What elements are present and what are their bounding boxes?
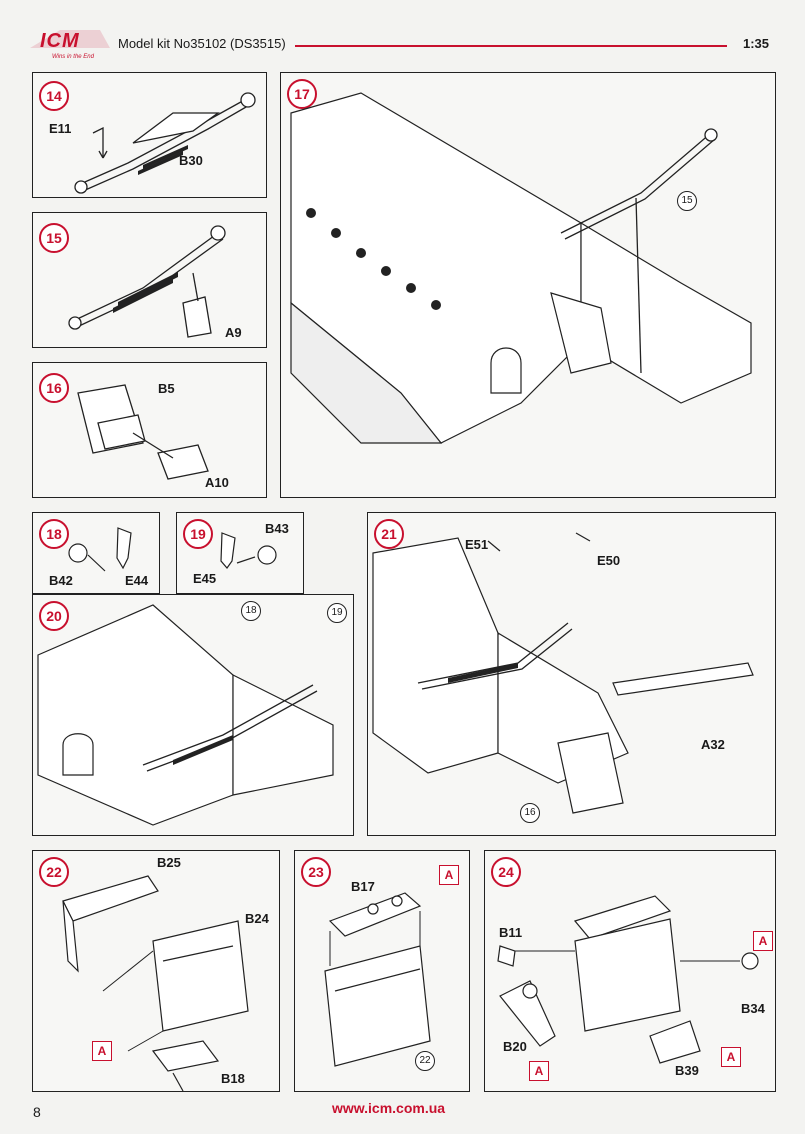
step-number: 23 bbox=[301, 857, 331, 887]
paint-marker-a: A bbox=[721, 1047, 741, 1067]
part-label-b42: B42 bbox=[49, 573, 73, 588]
part-label-b18: B18 bbox=[221, 1071, 245, 1086]
step-14-panel: 14 E11 B30 bbox=[32, 72, 267, 198]
step-17-panel: 17 15 bbox=[280, 72, 776, 498]
brand-tagline: Wins in the End bbox=[52, 54, 94, 60]
page-header: ICM Wins in the End Model kit No35102 (D… bbox=[0, 0, 805, 60]
step-ref-18: 18 bbox=[241, 601, 261, 621]
step-ref-16: 16 bbox=[520, 803, 540, 823]
step-number: 16 bbox=[39, 373, 69, 403]
step-ref-15: 15 bbox=[677, 191, 697, 211]
part-label-e50: E50 bbox=[597, 553, 621, 568]
scale-label: 1:35 bbox=[743, 36, 770, 51]
part-label-b39: B39 bbox=[675, 1063, 699, 1078]
step-number: 21 bbox=[374, 519, 404, 549]
part-label-a9: A9 bbox=[225, 325, 242, 340]
footer-website-link[interactable]: www.icm.com.ua bbox=[332, 1100, 446, 1116]
paint-marker-a: A bbox=[529, 1061, 549, 1081]
part-label-b25: B25 bbox=[157, 855, 181, 870]
page-number: 8 bbox=[33, 1104, 41, 1120]
step-23-panel: 23 B17 A 22 bbox=[294, 850, 470, 1092]
paint-marker-a: A bbox=[439, 865, 459, 885]
part-label-e44: E44 bbox=[125, 573, 149, 588]
shock-absorber-drawing bbox=[68, 527, 132, 572]
part-label-b5: B5 bbox=[158, 381, 175, 396]
valve-cover-drawing bbox=[324, 892, 431, 1067]
step-19-panel: 19 B43 E45 bbox=[176, 512, 304, 594]
spring-bracket-drawing bbox=[68, 225, 226, 338]
rear-suspension-drawing bbox=[372, 532, 754, 814]
step-15-panel: 15 A9 bbox=[32, 212, 267, 348]
part-label-a32: A32 bbox=[701, 737, 725, 752]
step-number: 24 bbox=[491, 857, 521, 887]
part-label-b11: B11 bbox=[499, 925, 523, 940]
bracket-plate-drawing bbox=[77, 384, 209, 480]
step-number: 20 bbox=[39, 601, 69, 631]
spring-axle-drawing bbox=[74, 92, 256, 194]
part-label-e45: E45 bbox=[193, 571, 217, 586]
hull-assembly-drawing bbox=[290, 92, 752, 444]
shock-absorber-drawing bbox=[220, 532, 277, 569]
part-label-b17: B17 bbox=[351, 879, 375, 894]
kit-title: Model kit No35102 (DS3515) bbox=[118, 36, 286, 51]
step-20-panel: 20 18 19 bbox=[32, 594, 354, 836]
engine-block-drawing bbox=[62, 875, 249, 1092]
step-16-panel: 16 B5 A10 bbox=[32, 362, 267, 498]
step-number: 18 bbox=[39, 519, 69, 549]
paint-marker-a: A bbox=[92, 1041, 112, 1061]
step-number: 22 bbox=[39, 857, 69, 887]
step-number: 19 bbox=[183, 519, 213, 549]
step-18-panel: 18 B42 E44 bbox=[32, 512, 160, 594]
engine-accessories-drawing bbox=[497, 895, 759, 1064]
part-label-b24: B24 bbox=[245, 911, 269, 926]
step-number: 15 bbox=[39, 223, 69, 253]
part-label-b43: B43 bbox=[265, 521, 289, 536]
header-divider bbox=[295, 45, 727, 47]
part-label-b34: B34 bbox=[741, 1001, 765, 1016]
step-ref-22: 22 bbox=[415, 1051, 435, 1071]
step-ref-19: 19 bbox=[327, 603, 347, 623]
step-number: 17 bbox=[287, 79, 317, 109]
front-suspension-drawing bbox=[37, 604, 334, 826]
step-22-panel: 22 B25 B24 B18 A bbox=[32, 850, 280, 1092]
paint-marker-a: A bbox=[753, 931, 773, 951]
part-label-e11: E11 bbox=[49, 121, 72, 136]
part-label-a10: A10 bbox=[205, 475, 229, 490]
step-24-panel: 24 B11 B20 B34 B39 A A A bbox=[484, 850, 776, 1092]
part-label-b30: B30 bbox=[179, 153, 203, 168]
step-21-panel: 21 E51 E50 A32 16 bbox=[367, 512, 776, 836]
part-label-b20: B20 bbox=[503, 1039, 527, 1054]
brand-logo: ICM bbox=[40, 30, 80, 52]
part-label-e51: E51 bbox=[465, 537, 489, 552]
step-number: 14 bbox=[39, 81, 69, 111]
icm-logo-icon bbox=[30, 30, 110, 48]
